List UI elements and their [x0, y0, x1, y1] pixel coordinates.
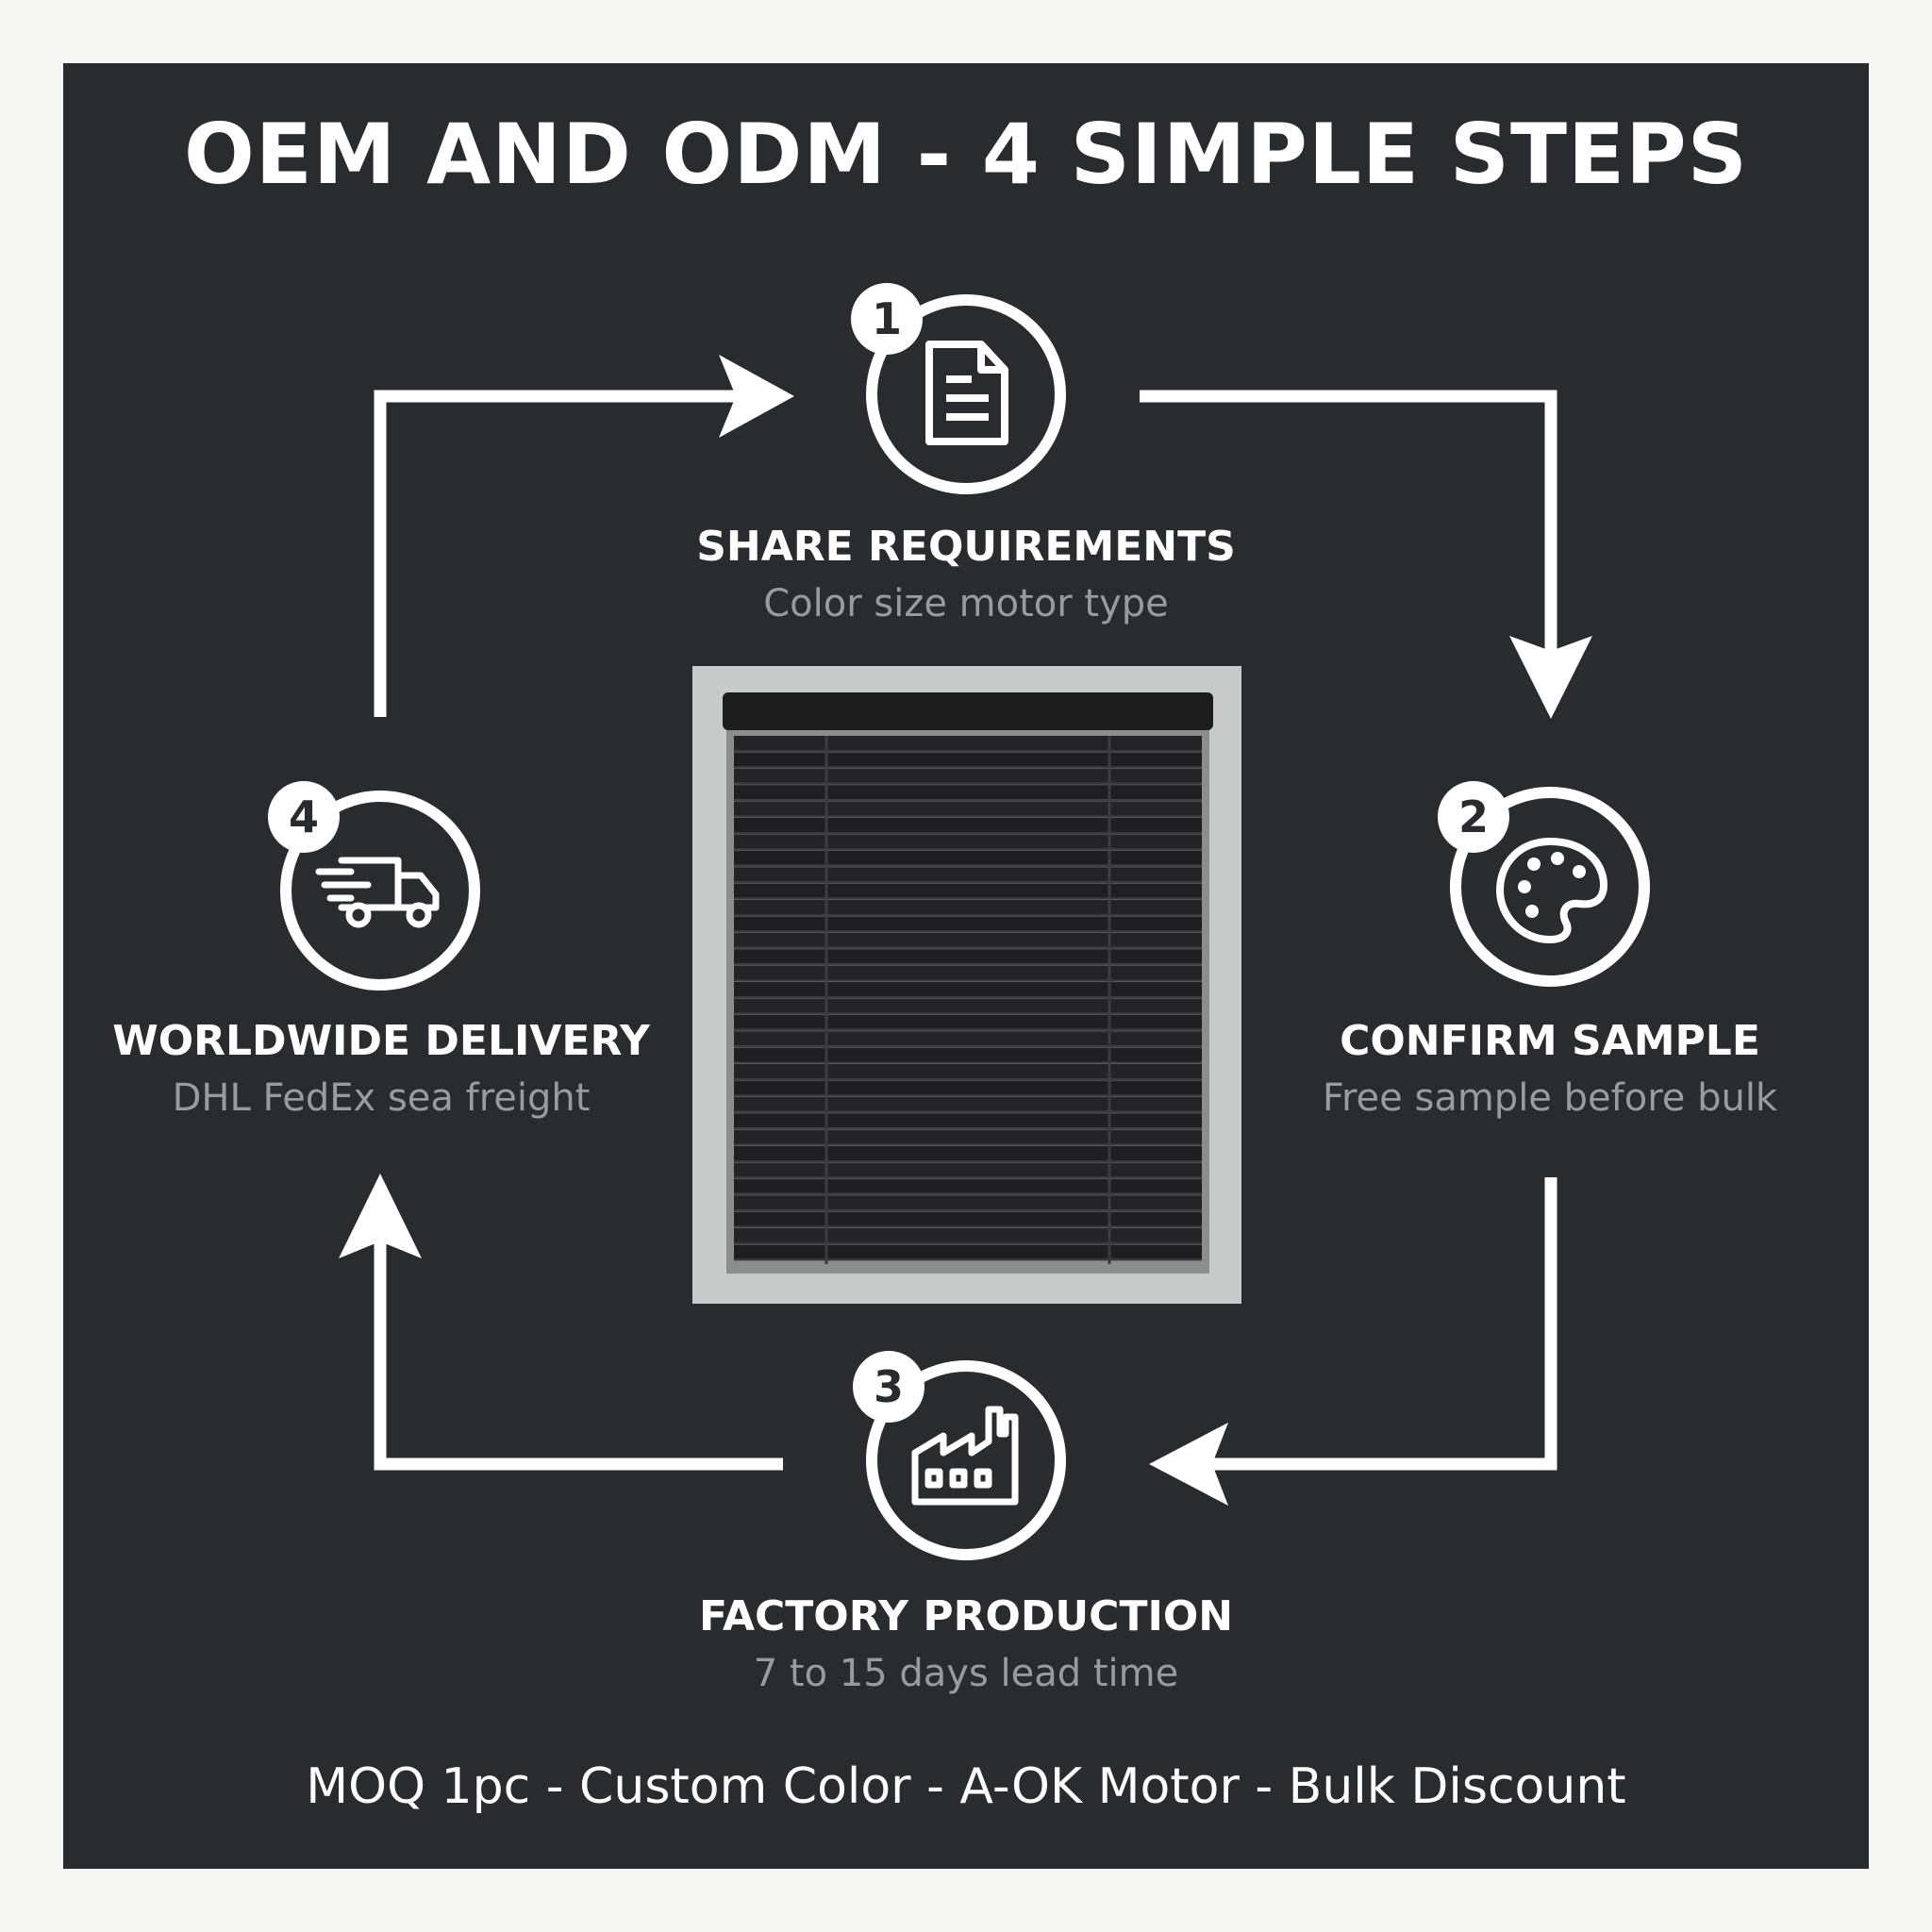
step-1-badge: 1: [851, 283, 1066, 494]
blind-slat: [734, 801, 1202, 816]
blind-slat: [734, 1064, 1202, 1078]
arrowhead-left: [1149, 1423, 1228, 1506]
blind-slat-edge: [734, 963, 1202, 966]
blind-slat: [734, 1047, 1202, 1062]
blind-slat-edge: [734, 848, 1202, 851]
blind-slat-edge: [734, 1225, 1202, 1228]
blind-slat-edge: [734, 1242, 1202, 1244]
step-2-badge: 2: [1438, 781, 1650, 987]
footer-tagline: MOQ 1pc - Custom Color - A-OK Motor - Bu…: [306, 1758, 1626, 1815]
blind-slat: [734, 1080, 1202, 1095]
product-photo-blind: [692, 666, 1241, 1304]
flow-line-1-to-2: [1140, 390, 1557, 672]
blind-slat: [734, 1113, 1202, 1128]
blind-slat-edge: [734, 750, 1202, 752]
blind-slats: [734, 736, 1202, 1261]
blind-slat-edge: [734, 1258, 1202, 1261]
step-1-subtitle: Color size motor type: [763, 582, 1169, 625]
blind-slat: [734, 1162, 1202, 1177]
blind-slat-edge: [734, 1061, 1202, 1064]
blind-slat: [734, 785, 1202, 800]
step-4-title: WORLDWIDE DELIVERY: [112, 1017, 650, 1065]
document-icon: [925, 341, 1008, 445]
blind-slat-edge: [734, 946, 1202, 949]
blind-slat-edge: [734, 979, 1202, 982]
blind-slat: [734, 998, 1202, 1013]
blind-slat: [734, 1096, 1202, 1111]
step-3-number: 3: [874, 1361, 904, 1412]
flow-line-4-to-1: [374, 390, 736, 717]
blind-slat-edge: [734, 832, 1202, 834]
blind-slat: [734, 1146, 1202, 1160]
blind-slat-edge: [734, 914, 1202, 916]
blind-slat: [734, 916, 1202, 931]
step-1-number: 1: [872, 293, 902, 344]
blind-slat: [734, 982, 1202, 996]
blind-slat: [734, 1211, 1202, 1226]
step-2-subtitle: Free sample before bulk: [1322, 1076, 1778, 1120]
blind-slat: [734, 883, 1202, 898]
step-3-subtitle: 7 to 15 days lead time: [753, 1652, 1179, 1695]
blind-slat-edge: [734, 1110, 1202, 1113]
blind-slat-edge: [734, 897, 1202, 900]
arrowhead-up: [339, 1174, 422, 1258]
blind-slat: [734, 1228, 1202, 1242]
blind-slat: [734, 932, 1202, 947]
arrowhead-right: [719, 355, 794, 438]
blind-slat: [734, 1129, 1202, 1144]
blind-slat-edge: [734, 1028, 1202, 1031]
blind-slat: [734, 965, 1202, 980]
arrowhead-down: [1509, 636, 1592, 719]
step-2-number: 2: [1458, 791, 1489, 842]
blind-slat-edge: [734, 930, 1202, 933]
blind-slat-edge: [734, 1143, 1202, 1146]
blind-slat-edge: [734, 815, 1202, 818]
blind-slat-edge: [734, 881, 1202, 884]
blind-slat: [734, 850, 1202, 865]
blind-slat-edge: [734, 1078, 1202, 1080]
blind-slat-edge: [734, 1192, 1202, 1195]
blind-slat-edge: [734, 1176, 1202, 1179]
blind-slat-edge: [734, 1094, 1202, 1097]
step-1-title: SHARE REQUIREMENTS: [696, 523, 1236, 571]
flow-line-2-to-3: [1212, 1177, 1557, 1471]
blind-slat-edge: [734, 1209, 1202, 1212]
step-4-subtitle: DHL FedEx sea freight: [172, 1076, 591, 1120]
blind-slat: [734, 867, 1202, 882]
blind-slat: [734, 900, 1202, 914]
blind-slat: [734, 768, 1202, 783]
blind-slat-edge: [734, 1012, 1202, 1015]
blind-slat-edge: [734, 996, 1202, 998]
step-4-number: 4: [289, 791, 319, 842]
page-title: OEM AND ODM - 4 SIMPLE STEPS: [183, 106, 1749, 203]
blind-slat-edge: [734, 1045, 1202, 1048]
step-2-title: CONFIRM SAMPLE: [1340, 1017, 1760, 1065]
blind-slat-edge: [734, 1127, 1202, 1130]
blind-slat: [734, 834, 1202, 849]
blind-slat-edge: [734, 1160, 1202, 1162]
blind-slat: [734, 1031, 1202, 1046]
step-3-title: FACTORY PRODUCTION: [698, 1592, 1234, 1641]
step-3-badge: 3: [853, 1351, 1066, 1560]
blind-slat: [734, 1014, 1202, 1029]
blind-slat: [734, 818, 1202, 832]
factory-icon: [911, 1406, 1019, 1506]
blind-slat: [734, 1244, 1202, 1259]
blind-slat: [734, 1178, 1202, 1193]
palette-icon: [1496, 838, 1607, 943]
blind-slat: [734, 1195, 1202, 1210]
blind-slat: [734, 736, 1202, 750]
blind-slat: [734, 949, 1202, 964]
blind-slat-edge: [734, 766, 1202, 769]
blind-slat-edge: [734, 782, 1202, 785]
blind-slat-edge: [734, 799, 1202, 802]
blind-slat-edge: [734, 864, 1202, 867]
truck-icon: [315, 857, 440, 928]
flow-line-3-to-4: [374, 1238, 783, 1471]
blind-slat: [734, 752, 1202, 767]
step-4-badge: 4: [268, 781, 480, 991]
